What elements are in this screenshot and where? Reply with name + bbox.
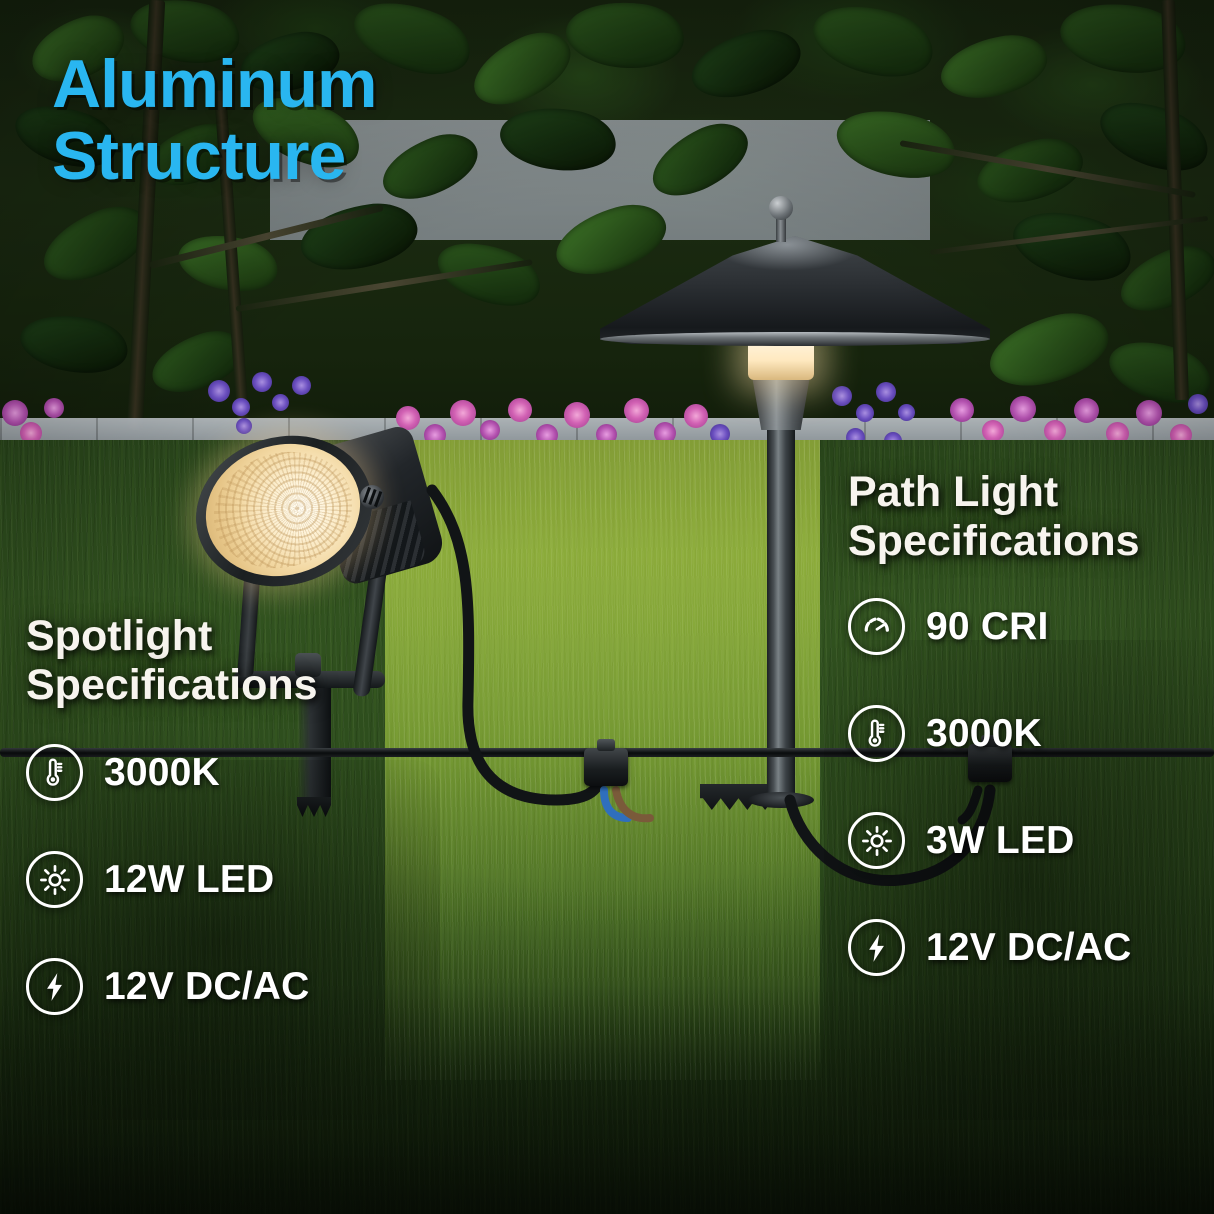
spec-item-wattage: 3W LED xyxy=(848,812,1208,870)
path-light-shade xyxy=(600,236,990,344)
spotlight-stake xyxy=(297,683,331,801)
bolt-icon xyxy=(848,919,905,977)
spec-item-voltage: 12V DC/AC xyxy=(848,919,1208,977)
gauge-icon xyxy=(848,598,905,656)
thermometer-icon xyxy=(848,705,905,763)
path-light-socket xyxy=(752,376,810,430)
flower xyxy=(44,398,64,418)
flower xyxy=(236,418,252,434)
flower xyxy=(710,424,730,444)
path-light-spec-panel: Path Light Specifications 90 CRI xyxy=(848,468,1208,977)
spec-value: 12V DC/AC xyxy=(926,925,1132,969)
spec-item-wattage: 12W LED xyxy=(26,851,426,909)
thermometer-icon xyxy=(26,744,83,802)
flower xyxy=(292,376,311,395)
path-light-neck xyxy=(776,214,786,242)
flower xyxy=(1188,394,1208,414)
flower xyxy=(232,398,250,416)
flower xyxy=(684,404,708,428)
spec-value: 3000K xyxy=(926,711,1042,755)
path-light-pole xyxy=(767,428,795,802)
flower xyxy=(2,400,28,426)
path-light-shade-rim xyxy=(600,332,990,346)
flower xyxy=(832,386,852,406)
flower xyxy=(508,398,532,422)
spec-value: 3W LED xyxy=(926,818,1075,862)
flower xyxy=(654,422,676,444)
spotlight-spec-list: 3000K 12W LED xyxy=(26,744,426,1016)
spotlight-knob xyxy=(295,653,321,677)
spec-value: 90 CRI xyxy=(926,604,1049,648)
spec-item-cri: 90 CRI xyxy=(848,598,1208,656)
flower xyxy=(480,420,500,440)
flower xyxy=(1010,396,1036,422)
path-light-spec-heading: Path Light Specifications xyxy=(848,468,1140,566)
spec-item-color-temperature: 3000K xyxy=(848,705,1208,763)
bolt-icon xyxy=(26,958,83,1016)
flower xyxy=(450,400,476,426)
spec-value: 12W LED xyxy=(104,857,275,901)
spotlight-fixture xyxy=(178,415,448,815)
path-light-base xyxy=(748,792,814,808)
cable-connector xyxy=(584,739,628,786)
spotlight-spec-heading: Spotlight Specifications xyxy=(26,612,318,710)
flower xyxy=(272,394,289,411)
brightness-icon xyxy=(26,851,83,909)
flower xyxy=(208,380,230,402)
cable-connector xyxy=(968,735,1012,782)
page-title: Aluminum Structure xyxy=(52,46,377,195)
path-light-fixture xyxy=(600,196,990,836)
flower xyxy=(1106,422,1129,445)
brightness-icon xyxy=(848,812,905,870)
spotlight-crossbar xyxy=(233,671,385,688)
flower xyxy=(20,422,42,444)
spec-value: 12V DC/AC xyxy=(104,964,310,1008)
spotlight-screw xyxy=(360,485,384,509)
bottom-gradient xyxy=(0,984,1214,1214)
flower xyxy=(252,372,272,392)
flower xyxy=(1136,400,1162,426)
path-light-spec-list: 90 CRI 3000K xyxy=(848,598,1208,977)
flower xyxy=(950,398,974,422)
flower xyxy=(564,402,590,428)
spotlight-spec-panel: Spotlight Specifications 3000K xyxy=(26,612,426,1016)
flower xyxy=(856,404,874,422)
flower xyxy=(1044,420,1066,442)
spec-item-color-temperature: 3000K xyxy=(26,744,426,802)
flower xyxy=(1074,398,1099,423)
flower xyxy=(898,404,915,421)
path-light-finial xyxy=(769,196,793,220)
flower xyxy=(982,420,1004,442)
spec-item-voltage: 12V DC/AC xyxy=(26,958,426,1016)
spec-value: 3000K xyxy=(104,750,220,794)
flower xyxy=(596,424,617,445)
flower xyxy=(876,382,896,402)
flower xyxy=(624,398,649,423)
